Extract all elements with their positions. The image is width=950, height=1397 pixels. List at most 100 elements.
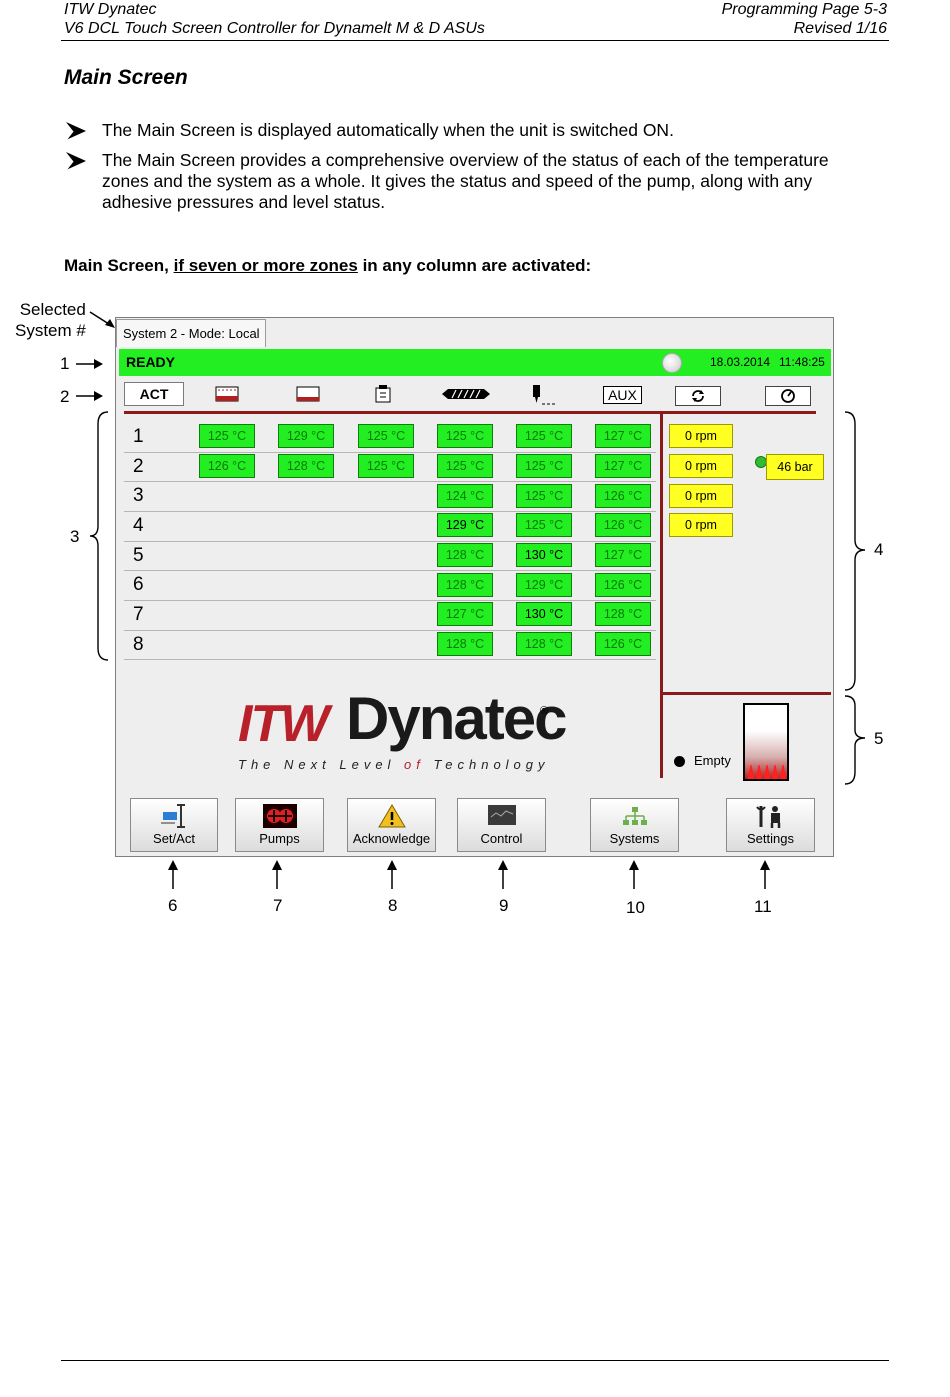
setact-button[interactable]: Set/Act <box>130 798 218 852</box>
tagline-of: of <box>404 757 425 772</box>
button-label: Acknowledge <box>352 831 431 846</box>
zone-temp[interactable]: 129 °C <box>278 424 334 448</box>
aux-button[interactable]: AUX <box>603 386 642 404</box>
system-tab[interactable]: System 2 - Mode: Local <box>116 319 266 347</box>
refresh-button[interactable] <box>675 386 721 406</box>
hopper-zone-icon[interactable] <box>295 384 321 404</box>
tagline-part1: The Next Level <box>238 757 405 772</box>
zone-temp[interactable]: 126 °C <box>595 573 651 597</box>
control-button[interactable]: Control <box>457 798 546 852</box>
zone-number: 4 <box>133 515 144 536</box>
pump-speed[interactable]: 0 rpm <box>669 484 733 508</box>
systems-button[interactable]: Systems <box>590 798 679 852</box>
zone-temp[interactable]: 128 °C <box>437 543 493 567</box>
pump-speed[interactable]: 0 rpm <box>669 513 733 537</box>
row-separator <box>124 452 656 453</box>
row-separator <box>124 541 656 542</box>
level-divider <box>663 692 831 695</box>
refresh-icon <box>692 390 704 402</box>
settings-button[interactable]: Settings <box>726 798 815 852</box>
header-divider <box>124 411 816 414</box>
zone-temp[interactable]: 127 °C <box>595 424 651 448</box>
row-separator <box>124 659 656 660</box>
bullet-arrow-icon <box>65 122 86 141</box>
zone-temp[interactable]: 128 °C <box>437 632 493 656</box>
callout-arrow-icon <box>387 860 397 889</box>
tank-zone-icon[interactable] <box>214 384 240 404</box>
acknowledge-button[interactable]: Acknowledge <box>347 798 436 852</box>
callout-11: 11 <box>754 897 772 916</box>
callout-10: 10 <box>626 898 645 917</box>
callout-9: 9 <box>499 896 509 915</box>
zone-temp[interactable]: 125 °C <box>516 484 572 508</box>
pressure-value[interactable]: 46 bar <box>766 454 824 480</box>
callout-1: 1 <box>60 354 70 373</box>
zone-temp[interactable]: 128 °C <box>437 573 493 597</box>
status-bar <box>119 349 831 376</box>
button-label: Pumps <box>259 831 300 846</box>
zone-number: 6 <box>133 574 144 595</box>
zone-temp[interactable]: 128 °C <box>516 632 572 656</box>
logo-registered: ® <box>540 705 549 717</box>
callout-7: 7 <box>273 896 283 915</box>
header-revision: Revised 1/16 <box>793 20 887 37</box>
callout-2: 2 <box>60 387 70 406</box>
callout-4: 4 <box>874 540 884 559</box>
zone-temp[interactable]: 128 °C <box>278 454 334 478</box>
zone-temp[interactable]: 130 °C <box>516 602 572 626</box>
callout-arrow-icon <box>168 860 178 889</box>
tank-level-icon <box>743 703 789 781</box>
zone-temp[interactable]: 126 °C <box>595 632 651 656</box>
subheading: Main Screen, if seven or more zones in a… <box>64 256 591 276</box>
applicator-zone-icon[interactable] <box>530 384 558 406</box>
act-button[interactable]: ACT <box>124 382 184 406</box>
section-title: Main Screen <box>64 66 188 89</box>
callout-selected-line1: Selected <box>19 300 86 319</box>
zone-temp[interactable]: 129 °C <box>516 573 572 597</box>
pump-speed[interactable]: 0 rpm <box>669 454 733 478</box>
zone-temp[interactable]: 126 °C <box>595 484 651 508</box>
pump-zone-icon[interactable] <box>372 384 394 404</box>
gauge-button[interactable] <box>765 386 811 406</box>
pressure-gauge-icon <box>781 389 795 403</box>
status-time: 11:48:25 <box>779 355 825 369</box>
zone-temp[interactable]: 127 °C <box>595 543 651 567</box>
zone-temp[interactable]: 127 °C <box>437 602 493 626</box>
logo-tagline: The Next Level of Technology <box>238 757 550 772</box>
zone-number: 5 <box>133 545 144 566</box>
right-brace-icon <box>844 411 866 691</box>
level-status: Empty <box>694 753 731 768</box>
zone-temp[interactable]: 124 °C <box>437 484 493 508</box>
zone-number: 7 <box>133 604 144 625</box>
callout-arrow-icon <box>272 860 282 889</box>
zone-temp[interactable]: 125 °C <box>437 424 493 448</box>
zone-temp[interactable]: 125 °C <box>516 424 572 448</box>
hose-zone-icon[interactable] <box>440 384 492 404</box>
callout-selected-system: Selected System # <box>15 299 86 341</box>
footer-rule <box>61 1360 889 1361</box>
zone-temp[interactable]: 125 °C <box>358 454 414 478</box>
header-rule <box>61 40 889 41</box>
zone-temp[interactable]: 125 °C <box>437 454 493 478</box>
zone-temp[interactable]: 127 °C <box>595 454 651 478</box>
logo-dynatec: Dynatec <box>346 685 567 752</box>
warning-icon <box>377 804 406 828</box>
callout-arrow-icon <box>76 391 103 401</box>
pump-speed[interactable]: 0 rpm <box>669 424 733 448</box>
header-manual-title: V6 DCL Touch Screen Controller for Dynam… <box>64 20 485 37</box>
zone-temp[interactable]: 130 °C <box>516 543 572 567</box>
bullet-text: The Main Screen is displayed automatical… <box>102 120 674 140</box>
zone-temp[interactable]: 125 °C <box>516 454 572 478</box>
button-label: Systems <box>609 831 660 846</box>
button-label: Set/Act <box>153 831 195 846</box>
zone-temp[interactable]: 128 °C <box>595 602 651 626</box>
callout-arrow-icon <box>760 860 770 889</box>
setpoint-icon <box>161 804 185 828</box>
zone-temp[interactable]: 125 °C <box>199 424 255 448</box>
zone-temp[interactable]: 129 °C <box>437 513 493 537</box>
zone-temp[interactable]: 125 °C <box>516 513 572 537</box>
zone-temp[interactable]: 126 °C <box>199 454 255 478</box>
pumps-button[interactable]: Pumps <box>235 798 324 852</box>
zone-temp[interactable]: 126 °C <box>595 513 651 537</box>
zone-temp[interactable]: 125 °C <box>358 424 414 448</box>
